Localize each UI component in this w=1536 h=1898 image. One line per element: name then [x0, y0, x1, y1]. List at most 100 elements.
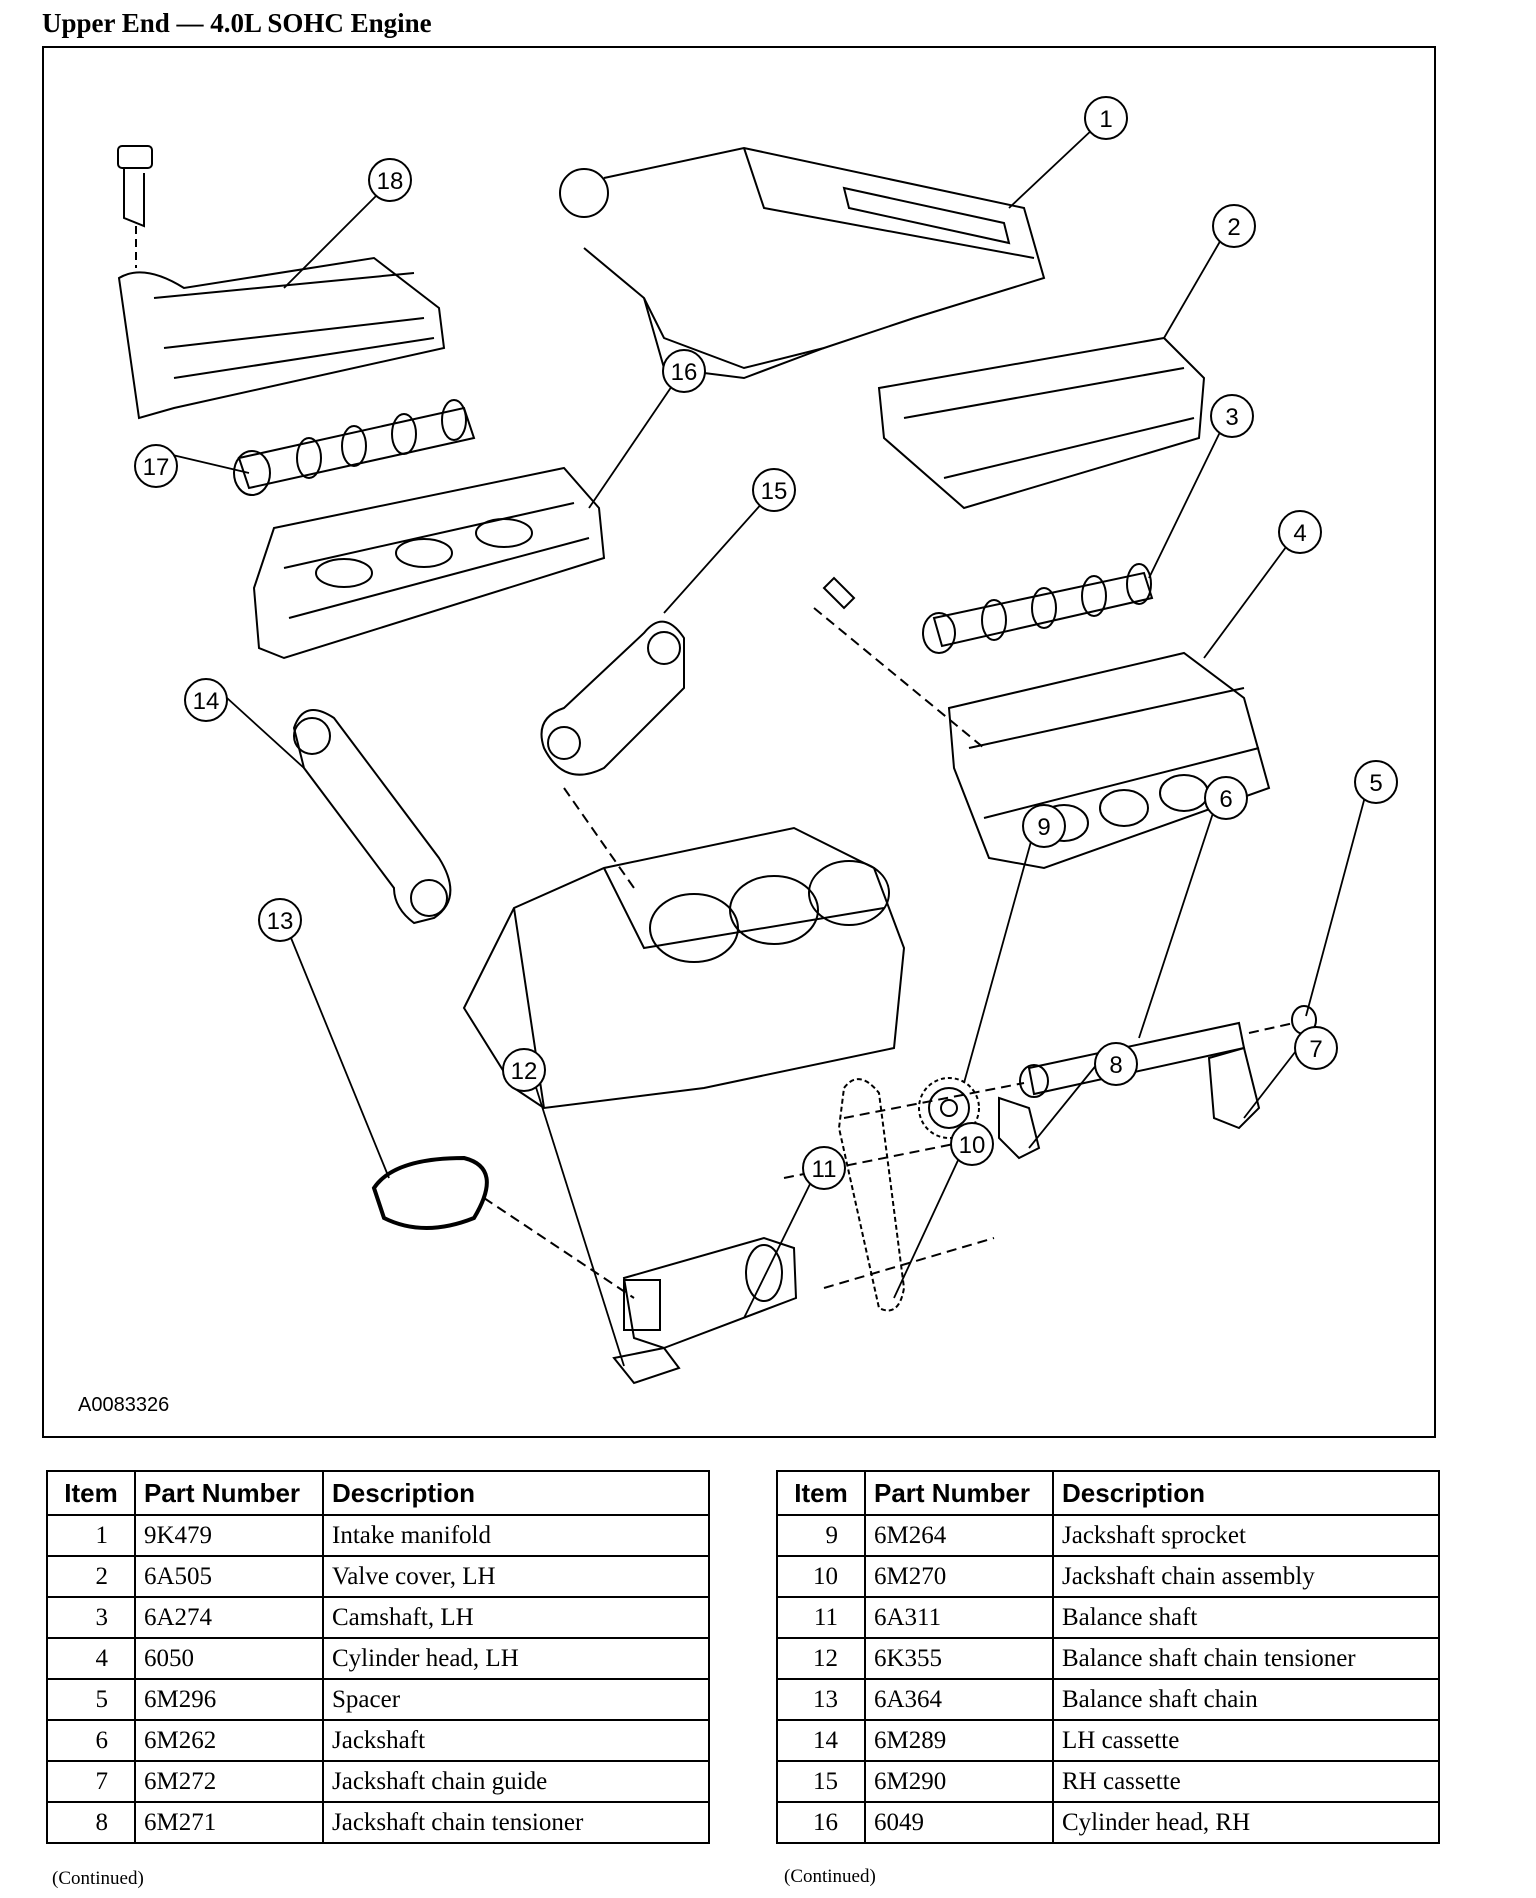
svg-text:18: 18 [377, 168, 404, 195]
callout-9: 9 [1022, 804, 1066, 848]
svg-text:12: 12 [511, 1058, 538, 1085]
callouts: 1 2 3 4 5 6 7 8 9 10 11 12 13 14 15 16 1… [134, 96, 1398, 1190]
callout-12: 12 [502, 1048, 546, 1092]
part-4-cylinder-head-lh [947, 651, 1271, 870]
part-14-lh-cassette [292, 709, 452, 925]
exploded-view-figure: 1 2 3 4 5 6 7 8 9 10 11 12 13 14 15 16 1… [42, 46, 1436, 1438]
engine-exploded-diagram: 1 2 3 4 5 6 7 8 9 10 11 12 13 14 15 16 1… [117, 96, 1398, 1385]
item-cell: 15 [776, 1760, 866, 1803]
svg-text:6: 6 [1219, 786, 1232, 813]
item-cell: 6 [46, 1719, 136, 1762]
description-cell: Camshaft, LH [322, 1596, 710, 1639]
callout-3: 3 [1210, 394, 1254, 438]
description-cell: Jackshaft [322, 1719, 710, 1762]
continued-label-right: (Continued) [784, 1866, 876, 1887]
column-header-part-number: Part Number [864, 1470, 1054, 1516]
item-cell: 7 [46, 1760, 136, 1803]
part-number-cell: 6M289 [864, 1719, 1054, 1762]
column-header-description: Description [1052, 1470, 1440, 1516]
callout-7: 7 [1294, 1026, 1338, 1070]
description-cell: RH cassette [1052, 1760, 1440, 1803]
part-7-jackshaft-chain-guide [1207, 1046, 1261, 1130]
svg-text:14: 14 [193, 688, 220, 715]
item-cell: 2 [46, 1555, 136, 1598]
part-13-balance-shaft-chain [371, 1155, 489, 1230]
svg-text:10: 10 [959, 1132, 986, 1159]
part-number-cell: 6049 [864, 1801, 1054, 1844]
item-cell: 3 [46, 1596, 136, 1639]
svg-text:8: 8 [1109, 1052, 1122, 1079]
figure-id: A0083326 [78, 1394, 170, 1416]
svg-text:15: 15 [761, 478, 788, 505]
callout-15: 15 [752, 468, 796, 512]
description-cell: Spacer [322, 1678, 710, 1721]
continued-label-left: (Continued) [52, 1868, 144, 1889]
column-header-part-number: Part Number [134, 1470, 324, 1516]
callout-1: 1 [1084, 96, 1128, 140]
callout-2: 2 [1212, 204, 1256, 248]
part-9-jackshaft-sprocket [918, 1077, 980, 1139]
svg-text:5: 5 [1369, 770, 1382, 797]
part-17-camshaft-rh [233, 399, 476, 496]
description-cell: Jackshaft chain assembly [1052, 1555, 1440, 1598]
callout-6: 6 [1204, 776, 1248, 820]
callout-18: 18 [368, 158, 412, 202]
item-cell: 4 [46, 1637, 136, 1680]
description-cell: LH cassette [1052, 1719, 1440, 1762]
svg-text:13: 13 [267, 908, 294, 935]
column-header-item: Item [46, 1470, 136, 1516]
part-number-cell: 6M271 [134, 1801, 324, 1844]
part-10-jackshaft-chain [837, 1078, 906, 1312]
callout-4: 4 [1278, 510, 1322, 554]
part-6-jackshaft [843, 1005, 1317, 1119]
description-cell: Valve cover, LH [322, 1555, 710, 1598]
part-18-valve-cover-rh [117, 145, 446, 420]
page-title: Upper End — 4.0L SOHC Engine [42, 8, 432, 38]
item-cell: 12 [776, 1637, 866, 1680]
part-number-cell: 6M296 [134, 1678, 324, 1721]
item-cell: 11 [776, 1596, 866, 1639]
column-header-description: Description [322, 1470, 710, 1516]
description-cell: Jackshaft chain guide [322, 1760, 710, 1803]
callout-11: 11 [802, 1146, 846, 1190]
description-cell: Intake manifold [322, 1514, 710, 1557]
item-cell: 14 [776, 1719, 866, 1762]
table-header-row: Item Part Number Description [46, 1470, 710, 1516]
callout-8: 8 [1094, 1042, 1138, 1086]
part-3-camshaft-lh [922, 563, 1154, 654]
part-15-rh-cassette [540, 576, 985, 889]
svg-text:1: 1 [1099, 106, 1112, 133]
description-cell: Cylinder head, RH [1052, 1801, 1440, 1844]
callout-16: 16 [662, 349, 706, 393]
item-cell: 8 [46, 1801, 136, 1844]
part-12-balance-shaft-chain-tensioner [612, 1346, 681, 1385]
part-8-jackshaft-chain-tensioner [998, 1096, 1041, 1160]
column-header-item: Item [776, 1470, 866, 1516]
part-16-cylinder-head-rh [252, 466, 606, 660]
svg-text:3: 3 [1225, 404, 1238, 431]
description-cell: Cylinder head, LH [322, 1637, 710, 1680]
part-number-cell: 6K355 [864, 1637, 1054, 1680]
callout-14: 14 [184, 678, 228, 722]
item-cell: 9 [776, 1514, 866, 1557]
svg-text:17: 17 [143, 454, 170, 481]
part-number-cell: 6M262 [134, 1719, 324, 1762]
part-2-valve-cover-lh [877, 336, 1206, 510]
svg-text:11: 11 [812, 1156, 837, 1183]
part-number-cell: 6M290 [864, 1760, 1054, 1803]
svg-text:7: 7 [1309, 1036, 1322, 1063]
part-number-cell: 6M270 [864, 1555, 1054, 1598]
